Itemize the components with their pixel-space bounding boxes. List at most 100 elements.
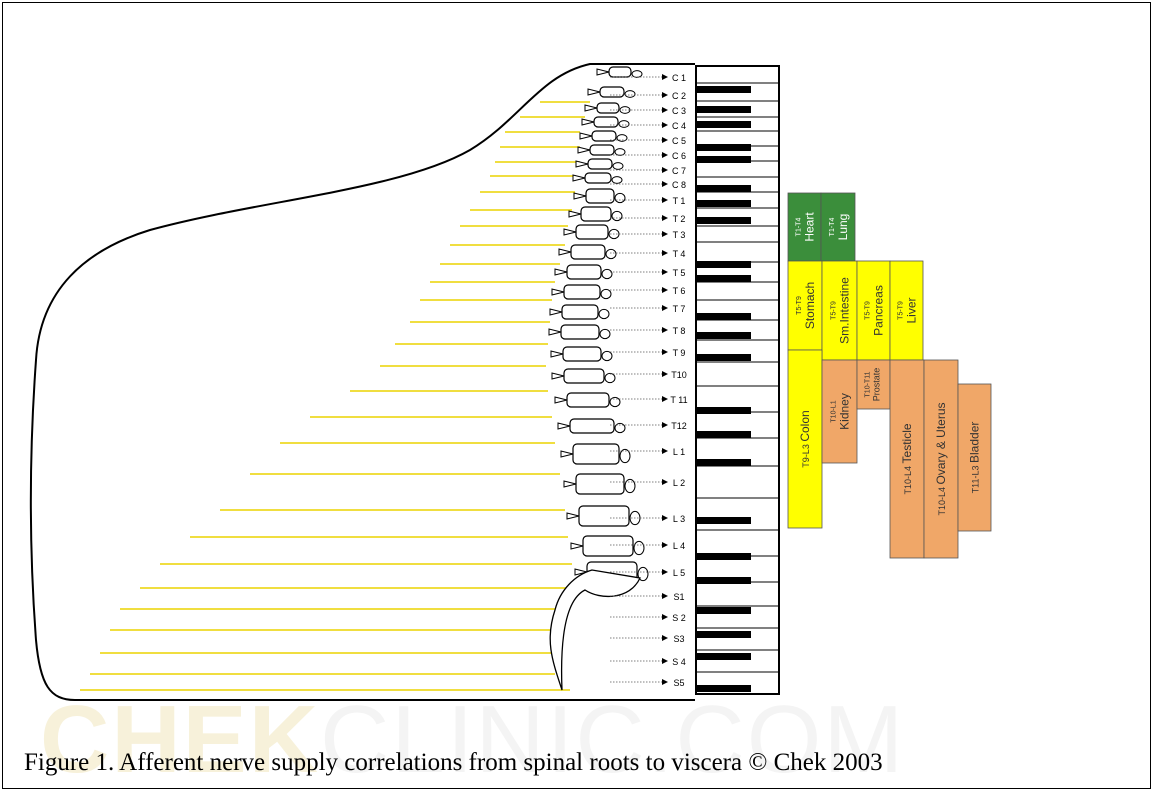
- black-key: [696, 332, 751, 339]
- black-key: [696, 431, 751, 438]
- segment-label-c-8: C 8: [672, 180, 686, 190]
- vertebra-process: [564, 481, 576, 487]
- segment-label-l-2: L 2: [673, 478, 685, 488]
- vertebra: [571, 245, 605, 259]
- vertebra-process: [576, 161, 588, 167]
- organ-box-sm-intestine: T5-T9Sm.Intestine: [822, 261, 857, 360]
- segment-arrow-head: [662, 137, 668, 143]
- segment-label-t-6: T 6: [673, 286, 686, 296]
- vertebra: [564, 369, 604, 383]
- black-key: [696, 607, 751, 614]
- vertebra-process: [552, 373, 564, 379]
- organ-name: Sm.Intestine: [838, 277, 852, 344]
- segment-label-t-9: T 9: [673, 348, 686, 358]
- organ-range: T10-L4: [903, 463, 913, 494]
- organ-name: Kidney: [838, 393, 852, 430]
- segment-arrow-head: [662, 371, 668, 377]
- segment-arrow-head: [662, 635, 668, 641]
- vertebra-facet: [612, 211, 622, 220]
- segment-arrow-head: [662, 349, 668, 355]
- vertebra: [592, 131, 616, 141]
- vertebra-process: [549, 329, 561, 335]
- black-key: [696, 577, 751, 584]
- organ-box-heart: T1-T4Heart: [788, 193, 821, 261]
- segment-arrow-head: [662, 250, 668, 256]
- figure-caption: Figure 1. Afferent nerve supply correlat…: [24, 748, 883, 778]
- vertebra: [563, 347, 601, 361]
- segment-arrow-head: [662, 396, 668, 402]
- segment-arrow-head: [662, 593, 668, 599]
- vertebra-facet: [619, 121, 629, 128]
- segment-label-t-2: T 2: [673, 214, 686, 224]
- vertebra-process: [559, 249, 571, 255]
- segment-label-t-1: T 1: [673, 196, 686, 206]
- segment-label-t-5: T 5: [673, 268, 686, 278]
- organ-label: T11-L3 Bladder: [968, 422, 982, 494]
- segment-label-t-11: T 11: [670, 395, 687, 405]
- organ-box-testicle: T10-L4 Testicle: [890, 360, 924, 558]
- organ-range: T11-L3: [971, 463, 981, 493]
- vertebra-process: [564, 229, 576, 235]
- organ-name: Ovary & Uterus: [934, 402, 948, 484]
- piano-keyboard: [696, 66, 779, 694]
- organ-name: Lung: [836, 214, 850, 241]
- vertebra-facet: [613, 163, 623, 170]
- vertebra: [590, 145, 614, 155]
- vertebra-process: [597, 69, 609, 75]
- segment-label-l-3: L 3: [673, 514, 685, 524]
- segment-arrow-head: [662, 92, 668, 98]
- segment-arrow-head: [662, 215, 668, 221]
- vertebra: [583, 536, 633, 556]
- organ-name: Prostate: [872, 368, 882, 402]
- vertebra: [576, 474, 624, 494]
- segment-label-t12: T12: [671, 421, 687, 431]
- segment-label-t-7: T 7: [673, 304, 686, 314]
- vertebra-process: [569, 211, 581, 217]
- organ-label: T10-L4 Testicle: [900, 423, 914, 494]
- vertebra: [586, 189, 614, 203]
- vertebra-process: [551, 351, 563, 357]
- segment-label-s-4: S 4: [672, 657, 686, 667]
- organ-box-liver: T5-T9Liver: [890, 261, 923, 360]
- organ-box-stomach: T5-T9Stomach: [788, 261, 822, 350]
- vertebra-facet: [615, 149, 625, 156]
- vertebra: [570, 419, 614, 433]
- vertebra-facet: [625, 479, 635, 492]
- vertebra-process: [574, 193, 586, 199]
- vertebra-facet: [605, 373, 615, 382]
- organ-name: Testicle: [900, 423, 914, 463]
- black-key: [696, 185, 751, 192]
- vertebra: [585, 173, 611, 183]
- organ-box-prostate: T10-T11Prostate: [857, 360, 890, 409]
- segment-label-s1: S1: [673, 592, 684, 602]
- segment-arrow-head: [662, 569, 668, 575]
- vertebra-process: [555, 269, 567, 275]
- vertebra-process: [571, 543, 583, 549]
- vertebra-process: [585, 105, 597, 111]
- black-key: [696, 217, 751, 224]
- organ-range: T5-T9: [898, 301, 905, 320]
- black-key: [696, 121, 751, 128]
- vertebra-process: [550, 309, 562, 315]
- vertebra-facet: [599, 309, 609, 318]
- segment-label-c-4: C 4: [672, 121, 686, 131]
- vertebra: [576, 225, 608, 239]
- segment-label-c-1: C 1: [672, 73, 686, 83]
- black-key: [696, 653, 751, 660]
- vertebra-facet: [602, 351, 612, 360]
- vertebra: [567, 393, 609, 407]
- organ-range: T9-L3: [801, 442, 811, 468]
- vertebra: [562, 305, 598, 319]
- vertebra-process: [558, 423, 570, 429]
- black-key: [696, 156, 751, 163]
- segment-label-c-5: C 5: [672, 136, 686, 146]
- segment-label-t-4: T 4: [673, 249, 686, 259]
- vertebra: [597, 103, 619, 113]
- segment-label-c-6: C 6: [672, 151, 686, 161]
- organ-range: T5-T9: [796, 296, 803, 315]
- segment-label-t-8: T 8: [673, 326, 686, 336]
- vertebra-facet: [602, 269, 612, 278]
- segment-arrow-head: [662, 448, 668, 454]
- organ-box-pancreas: T5-T9Pancreas: [857, 261, 890, 360]
- segment-label-c-3: C 3: [672, 106, 686, 116]
